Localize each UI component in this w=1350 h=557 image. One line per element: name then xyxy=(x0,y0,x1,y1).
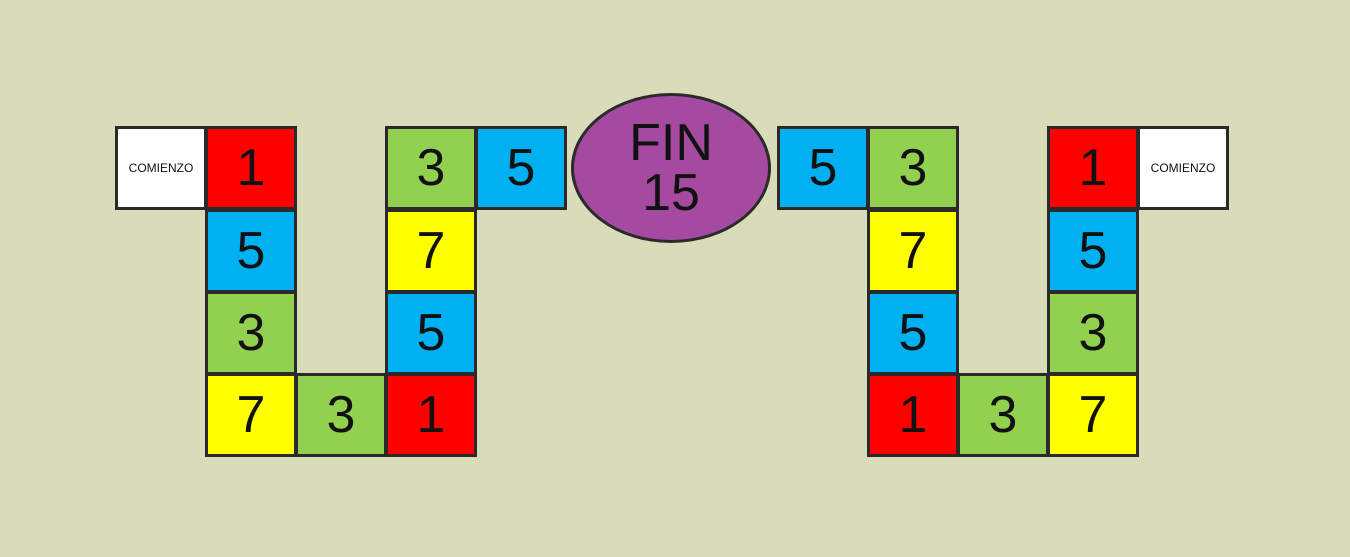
cell-value: 5 xyxy=(808,139,838,197)
left-start-label: COMIENZO xyxy=(128,161,194,175)
cell-value: 1 xyxy=(898,386,928,444)
left-cell-8[interactable]: 7 xyxy=(385,209,477,293)
left-cell-6[interactable]: 1 xyxy=(385,373,477,457)
right-cell-3[interactable]: 3 xyxy=(1047,291,1139,375)
cell-value: 3 xyxy=(326,386,356,444)
right-cell-8[interactable]: 7 xyxy=(867,209,959,293)
cell-value: 3 xyxy=(416,139,446,197)
cell-value: 5 xyxy=(416,304,446,362)
right-start-label: COMIENZO xyxy=(1150,161,1216,175)
left-start-cell[interactable]: COMIENZO xyxy=(115,126,207,210)
cell-value: 5 xyxy=(898,304,928,362)
cell-value: 5 xyxy=(1078,222,1108,280)
cell-value: 3 xyxy=(988,386,1018,444)
left-cell-7[interactable]: 5 xyxy=(385,291,477,375)
cell-value: 7 xyxy=(416,222,446,280)
cell-value: 7 xyxy=(236,386,266,444)
right-cell-6[interactable]: 1 xyxy=(867,373,959,457)
right-cell-5[interactable]: 3 xyxy=(957,373,1049,457)
right-start-cell[interactable]: COMIENZO xyxy=(1137,126,1229,210)
finish-space[interactable]: FIN 15 xyxy=(571,93,771,243)
left-cell-10[interactable]: 5 xyxy=(475,126,567,210)
finish-title: FIN xyxy=(629,114,713,172)
right-cell-1[interactable]: 1 xyxy=(1047,126,1139,210)
cell-value: 1 xyxy=(1078,139,1108,197)
cell-value: 3 xyxy=(236,304,266,362)
cell-value: 5 xyxy=(506,139,536,197)
right-cell-7[interactable]: 5 xyxy=(867,291,959,375)
cell-value: 3 xyxy=(898,139,928,197)
left-cell-5[interactable]: 3 xyxy=(295,373,387,457)
finish-target: 15 xyxy=(642,164,700,222)
right-cell-10[interactable]: 5 xyxy=(777,126,869,210)
left-cell-4[interactable]: 7 xyxy=(205,373,297,457)
left-cell-3[interactable]: 3 xyxy=(205,291,297,375)
left-cell-9[interactable]: 3 xyxy=(385,126,477,210)
right-cell-9[interactable]: 3 xyxy=(867,126,959,210)
cell-value: 1 xyxy=(236,139,266,197)
right-cell-4[interactable]: 7 xyxy=(1047,373,1139,457)
cell-value: 7 xyxy=(898,222,928,280)
cell-value: 3 xyxy=(1078,304,1108,362)
cell-value: 7 xyxy=(1078,386,1108,444)
left-cell-1[interactable]: 1 xyxy=(205,126,297,210)
cell-value: 1 xyxy=(416,386,446,444)
cell-value: 5 xyxy=(236,222,266,280)
left-cell-2[interactable]: 5 xyxy=(205,209,297,293)
right-cell-2[interactable]: 5 xyxy=(1047,209,1139,293)
